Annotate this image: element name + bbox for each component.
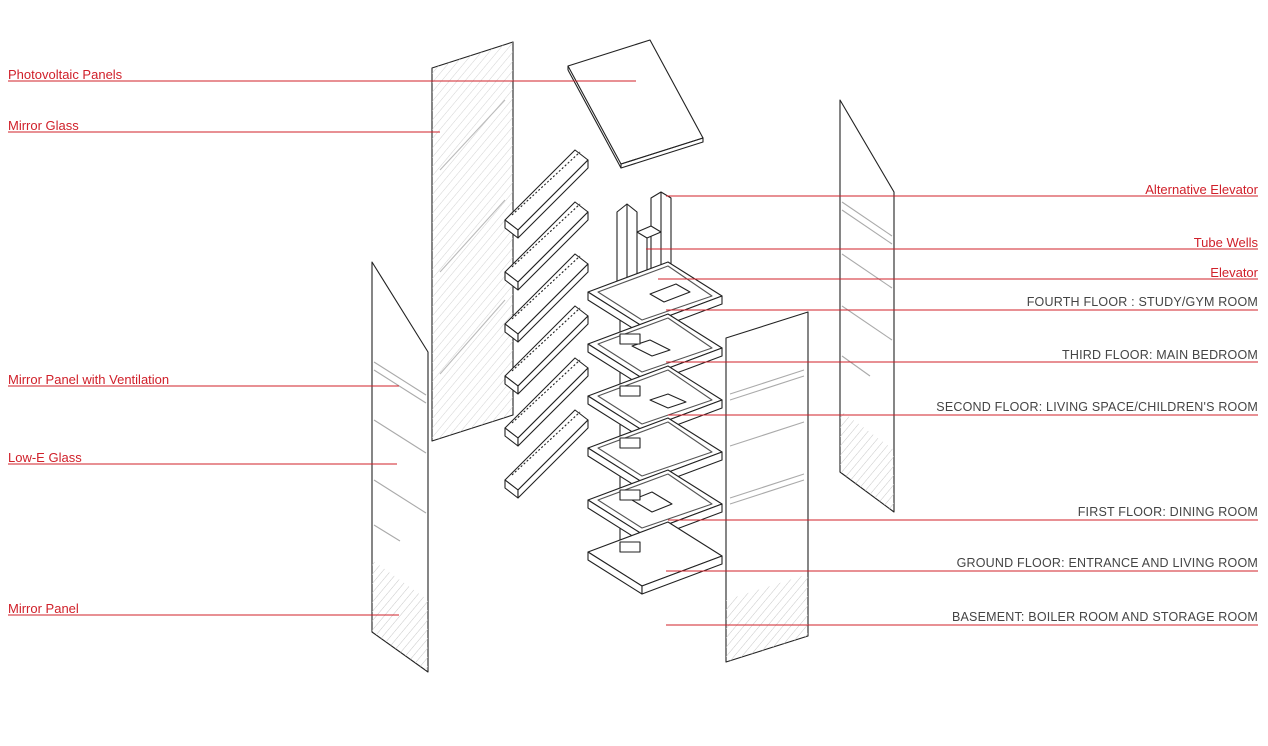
label-ground-floor: GROUND FLOOR: ENTRANCE AND LIVING ROOM [956,556,1258,570]
front-right-facade-panel [725,311,809,663]
label-second-floor: SECOND FLOOR: LIVING SPACE/CHILDREN'S RO… [936,400,1258,414]
label-fourth-floor: FOURTH FLOOR : STUDY/GYM ROOM [1026,295,1258,309]
label-elevator: Elevator [1210,265,1258,280]
photovoltaic-roof-slab [567,39,704,169]
label-mirror-glass: Mirror Glass [8,118,79,133]
label-third-floor: THIRD FLOOR: MAIN BEDROOM [1062,348,1258,362]
label-mirror-panel: Mirror Panel [8,601,79,616]
label-first-floor: FIRST FLOOR: DINING ROOM [1077,505,1258,519]
label-low-e-glass: Low-E Glass [8,450,82,465]
far-right-facade-panel [839,99,895,513]
staircases [504,149,589,499]
label-tube-wells: Tube Wells [1193,235,1258,250]
label-photovoltaic-panels: Photovoltaic Panels [8,67,123,82]
floor-trays [587,261,723,595]
label-mirror-panel-ventilation: Mirror Panel with Ventilation [8,372,170,387]
left-facade-panel [371,261,429,673]
mirror-glass-panel [431,41,514,442]
label-alternative-elevator: Alternative Elevator [1145,182,1258,197]
label-basement: BASEMENT: BOILER ROOM AND STORAGE ROOM [951,610,1258,624]
